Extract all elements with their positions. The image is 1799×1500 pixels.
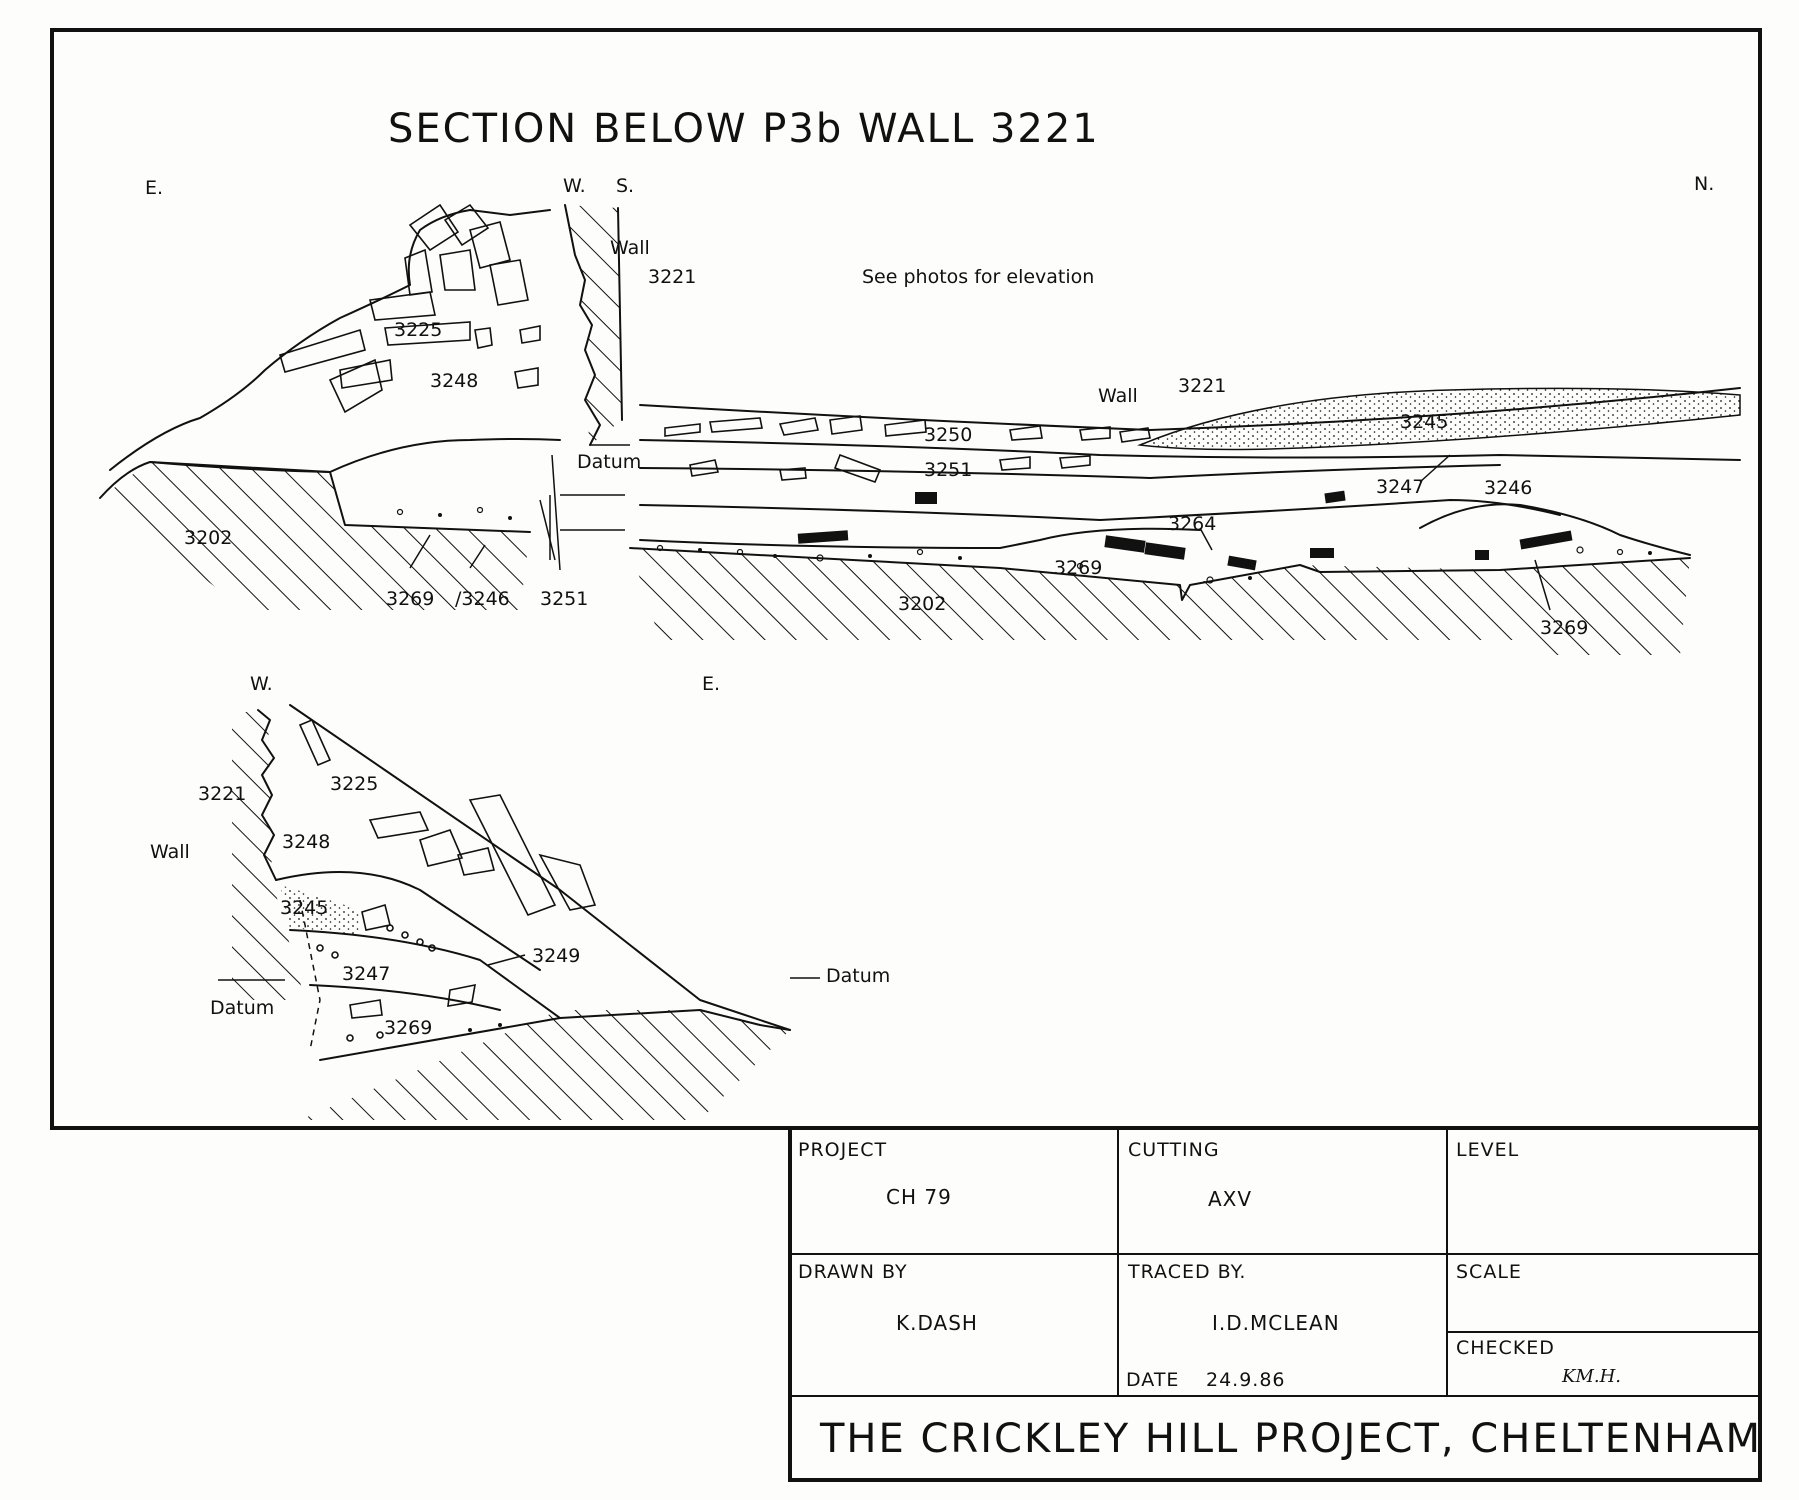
cutting-label: CUTTING xyxy=(1128,1139,1220,1161)
bedrock-left xyxy=(100,462,530,610)
project-banner: THE CRICKLEY HILL PROJECT, CHELTENHAM xyxy=(819,1416,1762,1462)
label-3269-mid: 3269 xyxy=(1054,557,1102,579)
label-wall-lower: Wall xyxy=(150,841,190,863)
label-3202-right: 3202 xyxy=(898,593,946,615)
label-datum-lower-left: Datum xyxy=(210,997,274,1019)
label-3225-lower: 3225 xyxy=(330,773,378,795)
label-3247-lower: 3247 xyxy=(342,963,390,985)
drawing-title: SECTION BELOW P3b WALL 3221 xyxy=(388,106,1100,152)
orientation-north-top: N. xyxy=(1694,173,1714,195)
traced-by-value: I.D.MCLEAN xyxy=(1212,1311,1340,1335)
label-3246-upper: 3246 xyxy=(1484,477,1532,499)
label-3250: 3250 xyxy=(924,424,972,446)
label-3202-left: 3202 xyxy=(184,527,232,549)
scale-label: SCALE xyxy=(1456,1261,1522,1283)
label-3269-lower: 3269 xyxy=(384,1017,432,1039)
title-block xyxy=(788,1126,1762,1482)
label-3221-upper-2: 3221 xyxy=(1178,375,1226,397)
orientation-east-lower: E. xyxy=(702,673,720,695)
stones-left-cluster xyxy=(279,203,541,414)
label-3246-left: /3246 xyxy=(455,588,510,610)
drawn-by-value: K.DASH xyxy=(896,1311,978,1335)
upper-section-drawing xyxy=(99,203,1741,655)
date-value: 24.9.86 xyxy=(1206,1369,1286,1391)
level-label: LEVEL xyxy=(1456,1139,1519,1161)
charcoal-slabs xyxy=(797,490,1573,571)
lower-section-drawing xyxy=(218,704,820,1120)
deposit-3245-lens xyxy=(1137,387,1741,451)
label-datum-lower-right: Datum xyxy=(826,965,890,987)
orientation-east-top: E. xyxy=(145,177,163,199)
wall-3221-lower xyxy=(257,709,277,881)
drawn-by-label: DRAWN BY xyxy=(798,1261,908,1283)
label-3245-upper: 3245 xyxy=(1400,411,1448,433)
traced-by-label: TRACED BY. xyxy=(1127,1261,1246,1283)
label-wall-upper-2: Wall xyxy=(1098,385,1138,407)
bedrock-right xyxy=(630,548,1690,655)
label-datum-upper: Datum xyxy=(577,451,641,473)
checked-signature: KM.H. xyxy=(1561,1366,1621,1387)
label-3248-upper: 3248 xyxy=(430,370,478,392)
label-3251-lower: 3251 xyxy=(540,588,588,610)
label-3249: 3249 xyxy=(532,945,580,967)
date-label: DATE xyxy=(1126,1369,1179,1391)
label-3225-upper: 3225 xyxy=(394,319,442,341)
label-wall-upper-1: Wall xyxy=(610,237,650,259)
checked-label: CHECKED xyxy=(1456,1337,1555,1359)
project-value: CH 79 xyxy=(886,1185,952,1209)
label-3251-upper: 3251 xyxy=(924,459,972,481)
label-3264: 3264 xyxy=(1168,513,1216,535)
project-label: PROJECT xyxy=(798,1139,887,1161)
label-3221-upper-1: 3221 xyxy=(648,266,696,288)
orientation-west-top: W. xyxy=(563,175,586,197)
label-3269-right: 3269 xyxy=(1540,617,1588,639)
stones-layer-3250 xyxy=(664,415,1151,484)
orientation-south-top: S. xyxy=(616,175,634,197)
label-3269-left: 3269 xyxy=(386,588,434,610)
cutting-value: AXV xyxy=(1208,1187,1252,1211)
label-3248-lower: 3248 xyxy=(282,831,330,853)
label-3247-upper: 3247 xyxy=(1376,476,1424,498)
label-3221-lower: 3221 xyxy=(198,783,246,805)
orientation-west-lower: W. xyxy=(250,673,273,695)
label-3245-lower: 3245 xyxy=(280,897,328,919)
photos-note: See photos for elevation xyxy=(862,266,1094,288)
gravel-3269 xyxy=(396,506,1652,584)
